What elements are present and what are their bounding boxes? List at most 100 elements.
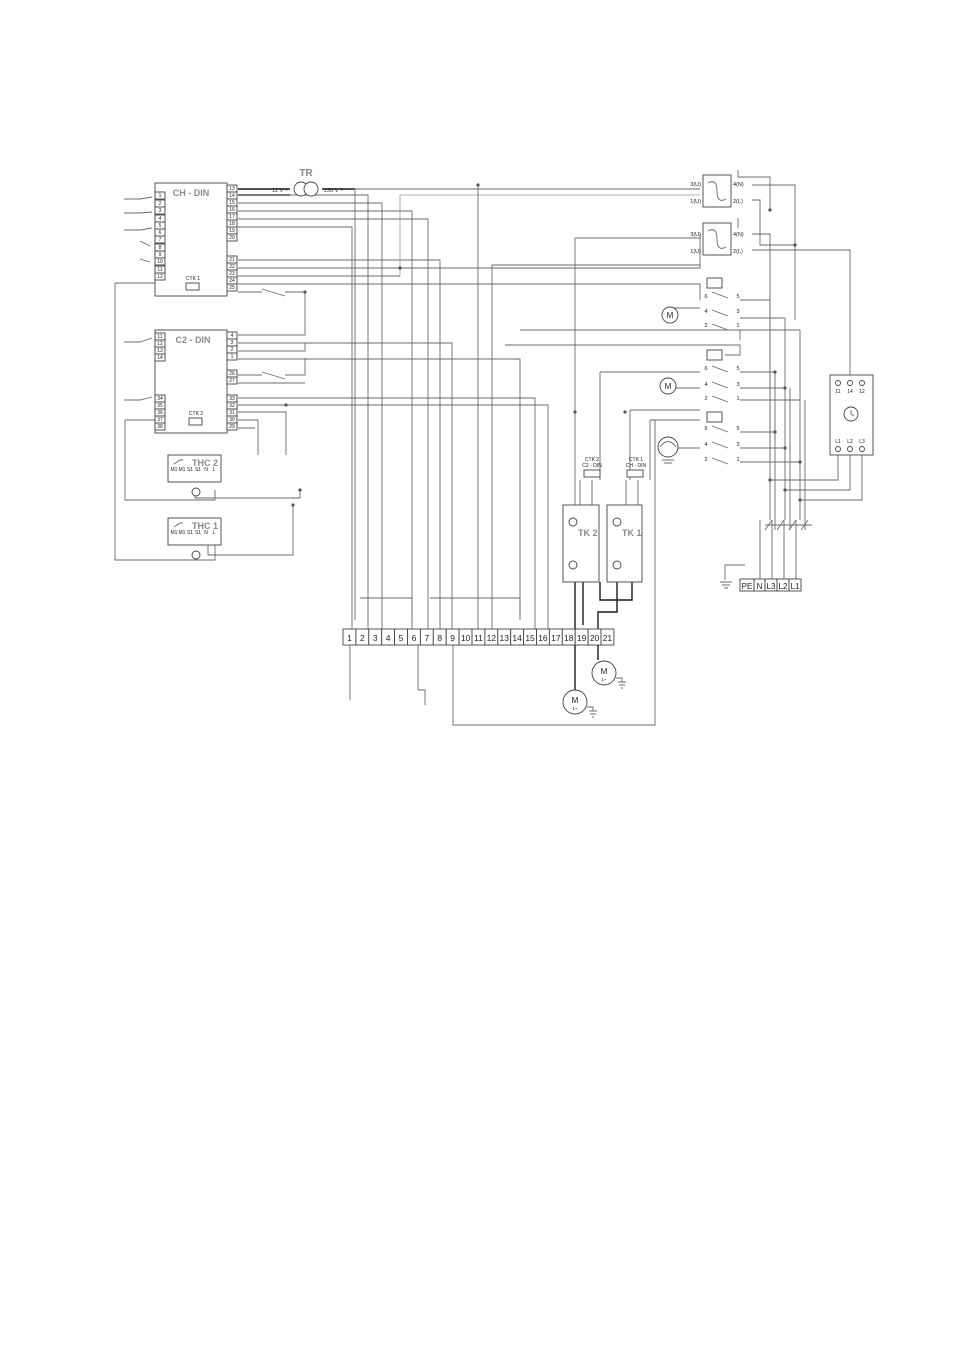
strip-terminal-label: 7 <box>424 633 429 643</box>
ch-din-terminal-11-label: 11 <box>157 267 162 273</box>
protection-bottom-L3: L3 <box>859 439 865 445</box>
protection-top-11: 11 <box>835 389 840 395</box>
strip-terminal-18: 18 <box>561 628 576 646</box>
ch-din-terminal-23-label: 23 <box>229 271 235 277</box>
strip-terminal-2: 2 <box>355 628 370 646</box>
protection-bottom-L2: L2 <box>847 439 853 445</box>
supply-terminal-L1: L1 <box>788 578 802 592</box>
c2-din-terminal-36: 36 <box>154 408 166 417</box>
contactor1-left-0: 6 <box>704 294 707 300</box>
ch-din-terminal-16: 16 <box>226 205 238 214</box>
ch-din-terminal-24-label: 24 <box>229 278 235 284</box>
fan2-in-bottom: 1(U) <box>690 249 701 255</box>
c2-din-terminal-2-label: 2 <box>231 347 234 353</box>
c2-din-terminal-31: 31 <box>226 408 238 417</box>
c2-din-terminal-30: 30 <box>226 415 238 424</box>
wiring <box>114 170 863 726</box>
c2-din-terminal-32: 32 <box>226 401 238 410</box>
c2-din-terminal-36-label: 36 <box>157 410 163 416</box>
contactor2-motor: M <box>665 382 672 391</box>
strip-terminal-9: 9 <box>445 628 460 646</box>
c2-din-terminal-37: 37 <box>154 415 166 424</box>
c2-din-terminal-11: 11 <box>154 332 166 341</box>
strip-terminal-label: 6 <box>412 633 417 643</box>
c2-din-terminal-29: 29 <box>226 422 238 431</box>
contactor2-left-0: 6 <box>704 366 707 372</box>
strip-terminal-label: 16 <box>538 633 548 643</box>
transformer-primary: 230 V ~ <box>324 188 343 194</box>
thc2-terminal-0: M1 <box>171 467 178 473</box>
thc1-title: THC 1 <box>192 521 218 531</box>
ch-din-terminal-23: 23 <box>226 269 238 278</box>
fan2-out-bottom: 2(L) <box>733 249 743 255</box>
strip-terminal-label: 20 <box>590 633 600 643</box>
c2-din-terminal-14-label: 14 <box>157 355 163 361</box>
thc1-terminal-5: L <box>213 530 216 536</box>
contactor1-left-2: 2 <box>704 323 707 329</box>
c2-din-terminal-33-label: 33 <box>229 396 235 402</box>
motor2-label: M <box>572 696 579 705</box>
c2-din-terminal-30-label: 30 <box>229 417 235 423</box>
fan1-in-bottom: 1(U) <box>690 199 701 205</box>
strip-terminal-8: 8 <box>432 628 447 646</box>
c2-din-terminal-1: 1 <box>226 352 238 361</box>
contactor1-right-2: 1 <box>736 323 739 329</box>
strip-terminal-label: 5 <box>399 633 404 643</box>
ch-din-terminal-2: 2 <box>154 199 166 208</box>
c2-din-terminal-4: 4 <box>226 331 238 340</box>
strip-terminal-4: 4 <box>381 628 396 646</box>
ctk2-label: CTK 2 <box>189 411 203 417</box>
motor1-sub: 1~ <box>601 677 607 682</box>
ch-din-terminal-22: 22 <box>226 262 238 271</box>
ch-din-terminal-9: 9 <box>154 250 166 259</box>
strip-terminal-label: 21 <box>603 633 613 643</box>
strip-terminal-16: 16 <box>536 628 550 646</box>
ch-din-terminal-6: 6 <box>154 228 166 237</box>
strip-terminal-label: 11 <box>474 633 483 643</box>
c2-din-terminal-26: 26 <box>226 369 238 378</box>
strip-terminal-17: 17 <box>548 628 563 646</box>
c2-din-terminal-26-label: 26 <box>229 371 235 377</box>
ch-din-title: CH - DIN <box>173 188 210 198</box>
contactor2-left-1: 4 <box>704 382 707 388</box>
strip-terminal-19: 19 <box>574 628 589 646</box>
fan2-in-top: 3(U) <box>690 232 701 238</box>
supply-terminal-N-label: N <box>757 582 763 591</box>
contactor3-right-2: 1 <box>736 457 739 463</box>
c2-din-terminal-1-label: 1 <box>231 354 234 360</box>
motor2-sub: 1~ <box>572 706 578 711</box>
contactor1-motor: M <box>667 311 674 320</box>
protection-top-12: 12 <box>859 389 865 395</box>
supply-terminal-L3-label: L3 <box>767 582 776 591</box>
contactor1-right-1: 3 <box>736 309 739 315</box>
strip-terminal-label: 13 <box>500 633 510 643</box>
c2-din-title: C2 - DIN <box>175 335 210 345</box>
c2-din-terminal-29-label: 29 <box>229 424 235 430</box>
c2-din-terminal-13-label: 13 <box>157 348 163 354</box>
c2-din-terminal-13: 13 <box>154 346 166 355</box>
c2-din-terminal-27: 27 <box>226 376 238 385</box>
c2-din-terminal-34: 34 <box>154 394 166 403</box>
c2-din-terminal-38: 38 <box>154 422 166 431</box>
fan1-out-bottom: 2(L) <box>733 199 743 205</box>
c2-din-terminal-38-label: 38 <box>157 424 163 430</box>
strip-terminal-label: 3 <box>373 633 378 643</box>
tk1-title: TK 1 <box>622 528 642 538</box>
c2-din-terminal-4-label: 4 <box>231 333 234 339</box>
strip-terminal-label: 9 <box>450 633 455 643</box>
ch-din-terminal-1-label: 1 <box>159 193 162 199</box>
strip-terminal-10: 10 <box>458 628 473 646</box>
supply-terminal-L3: L3 <box>764 578 778 592</box>
protection-bottom-L1: L1 <box>835 439 841 445</box>
fan-speed-module-1: 3(U) 1(U) 4(N) 2(L) <box>690 174 744 208</box>
c2-din-terminal-2: 2 <box>226 345 238 354</box>
ch-din-terminal-18-label: 18 <box>229 221 235 227</box>
